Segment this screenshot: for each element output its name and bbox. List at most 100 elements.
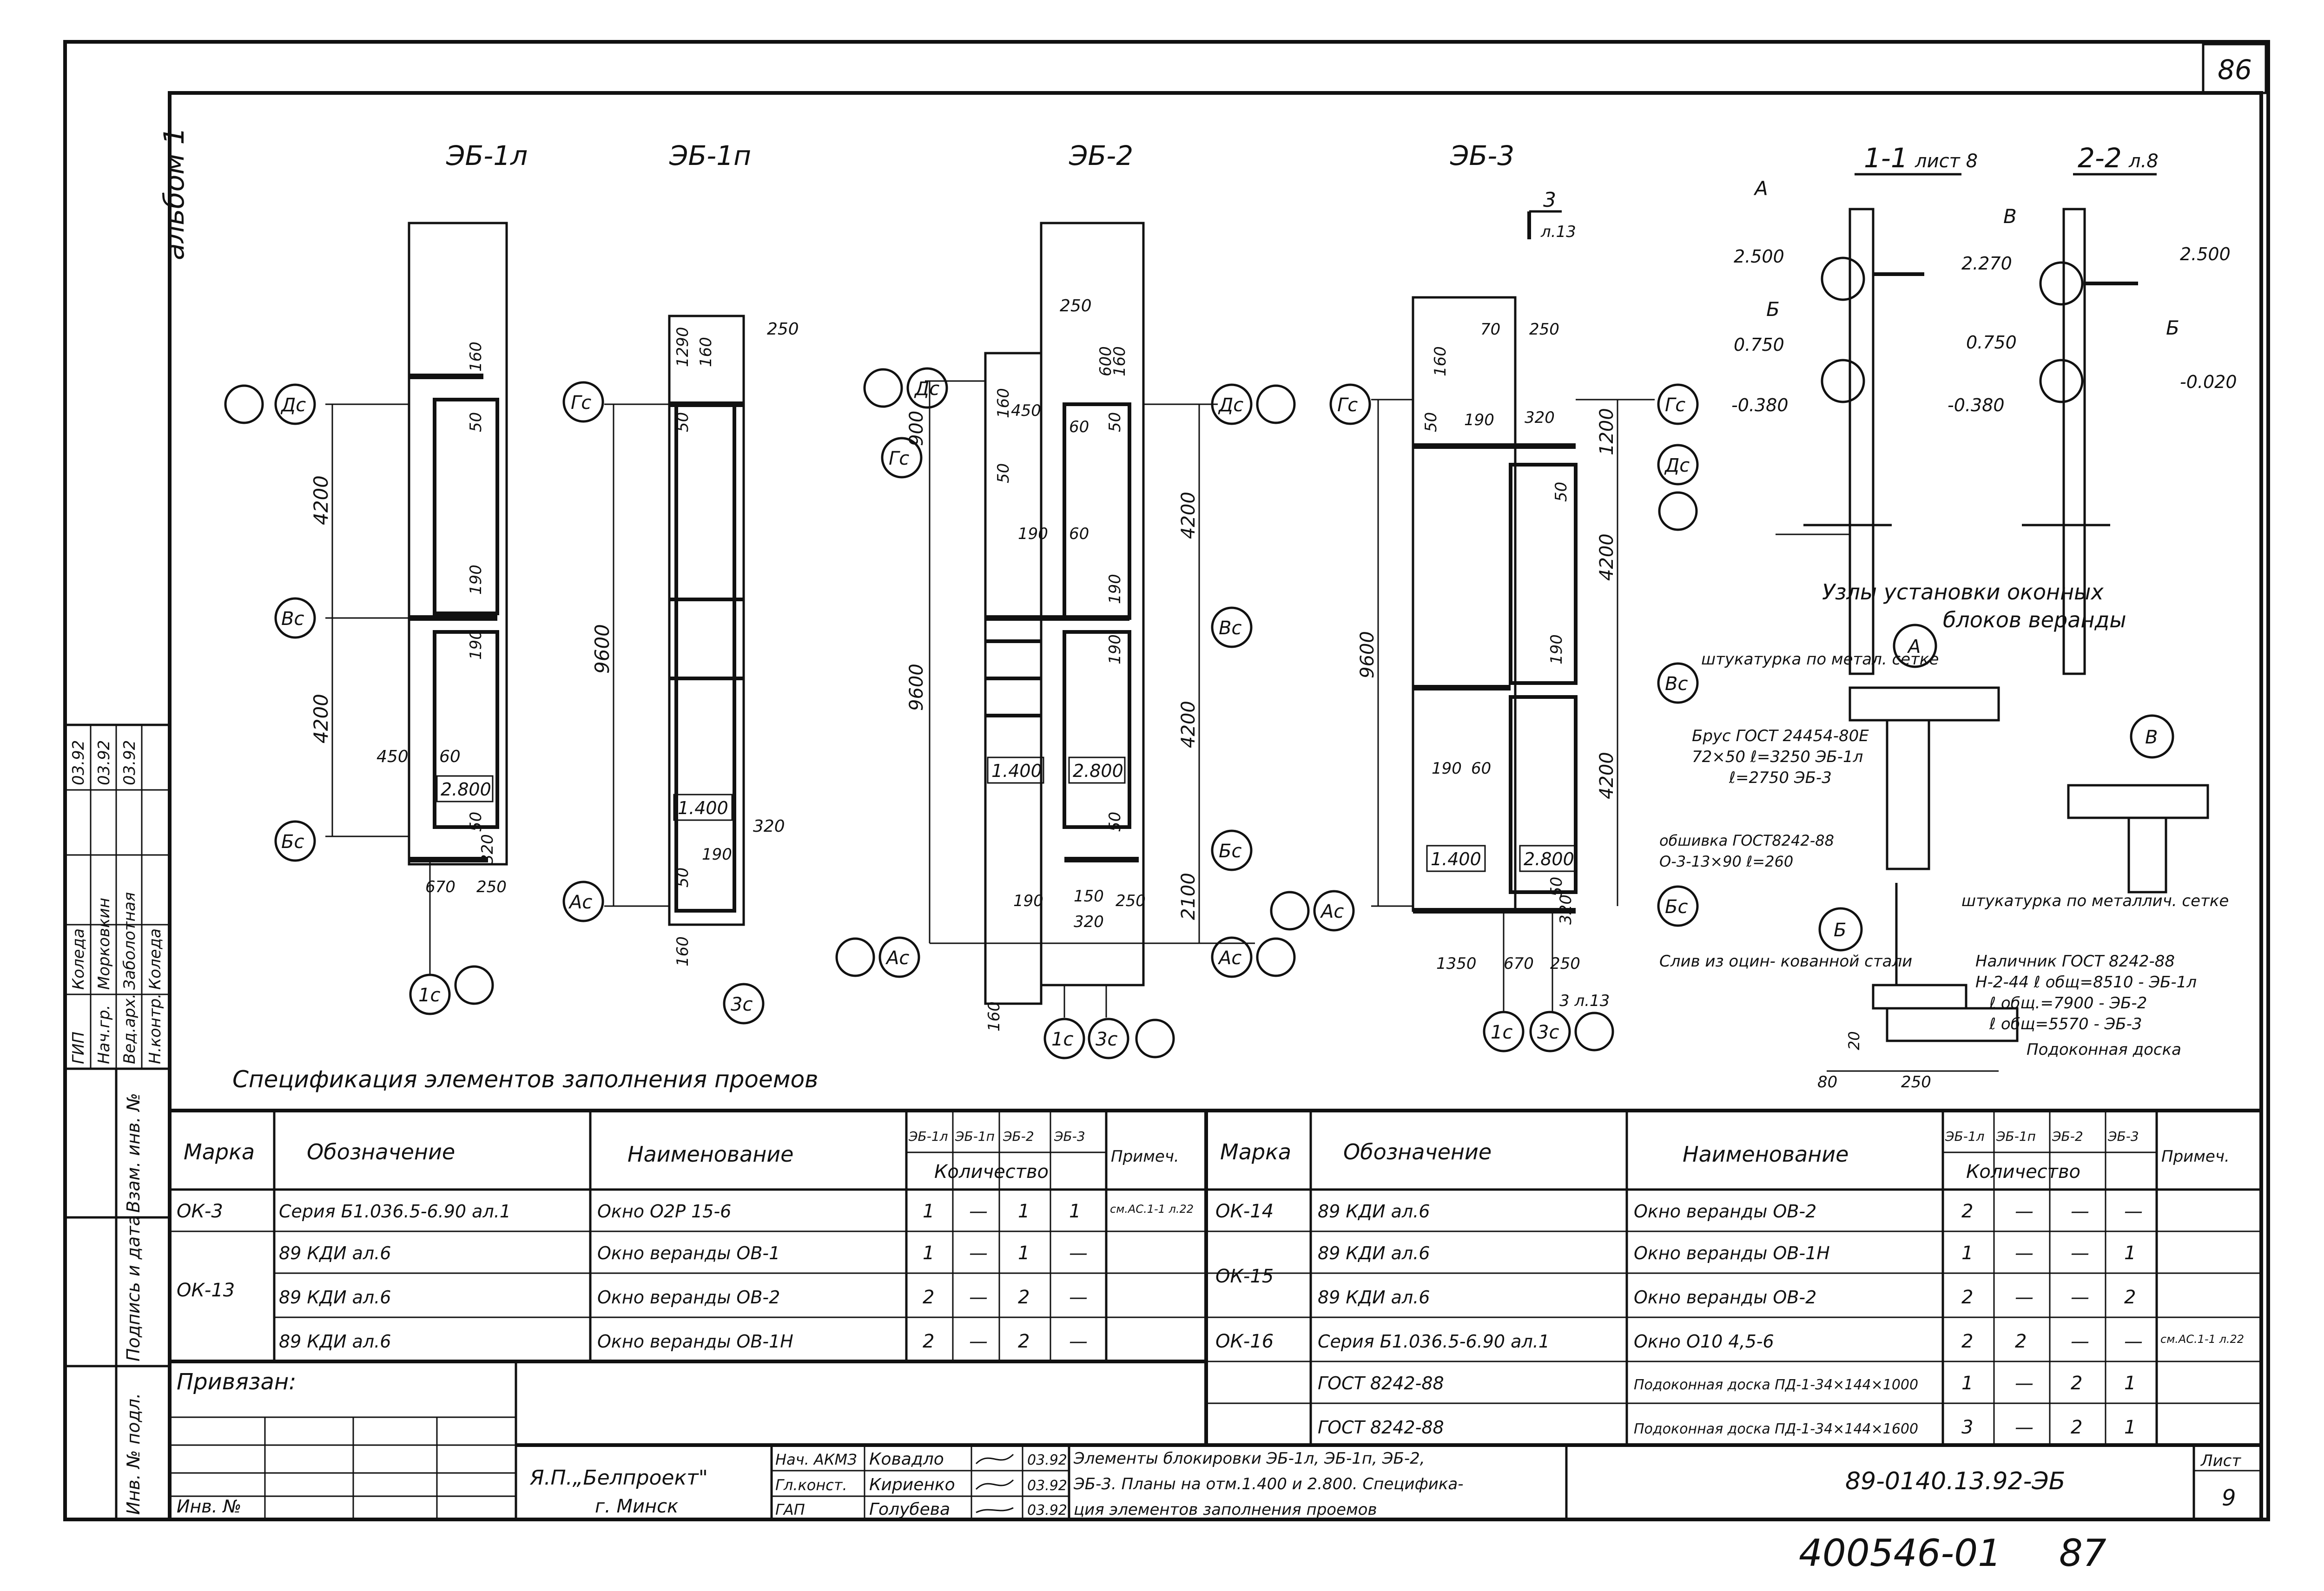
spec-right-name: Окно веранды ОВ-1Н — [1634, 1243, 1830, 1263]
spec-right-qty: — — [2015, 1243, 2034, 1264]
svg-text:50: 50 — [1422, 412, 1440, 432]
strip-role-4: Н.контр. — [146, 993, 165, 1064]
svg-text:ГАП: ГАП — [775, 1501, 805, 1519]
eb-2-title: ЭБ-2 — [1069, 140, 1133, 171]
svg-text:670: 670 — [1504, 954, 1534, 973]
svg-text:160: 160 — [1110, 346, 1129, 376]
svg-text:160: 160 — [673, 936, 692, 966]
svg-text:60: 60 — [1471, 759, 1491, 778]
spec-right-qty: — — [2015, 1417, 2034, 1438]
svg-text:160: 160 — [994, 388, 1013, 418]
svg-text:Гс: Гс — [1665, 394, 1685, 416]
svg-text:450: 450 — [376, 747, 409, 766]
svg-text:-0.020: -0.020 — [2180, 372, 2237, 392]
svg-text:Дс: Дс — [1218, 394, 1243, 416]
page-mark-box — [2202, 43, 2267, 94]
strip-date-3: 03.92 — [120, 740, 139, 785]
svg-text:4200: 4200 — [1178, 492, 1199, 539]
sheet-desc-2: ЭБ-3. Планы на отм.1.400 и 2.800. Специф… — [1073, 1475, 1463, 1493]
svg-text:0.750: 0.750 — [1734, 335, 1784, 355]
svg-text:320: 320 — [753, 817, 785, 836]
org-line-2: г. Минск — [595, 1496, 678, 1517]
spec-left-qty: — — [969, 1201, 988, 1222]
svg-text:4200: 4200 — [1596, 752, 1618, 799]
spec-right-name: Окно О10 4,5-6 — [1634, 1331, 1774, 1352]
svg-text:160: 160 — [697, 337, 715, 367]
svg-text:190: 190 — [467, 630, 485, 660]
svg-text:250: 250 — [476, 878, 507, 896]
svg-text:Марка: Марка — [184, 1139, 255, 1164]
svg-text:190: 190 — [1547, 634, 1566, 664]
spec-left-qty: — — [969, 1287, 988, 1308]
svg-text:штукатурка по метал. сетке: штукатурка по метал. сетке — [1701, 650, 1939, 669]
svg-text:190: 190 — [1464, 411, 1494, 429]
spec-right-qty: 2 — [1961, 1201, 1973, 1222]
section-1-1: 1-1 лист 8 А Б 2.500 0.750 -0.380 — [1731, 142, 1978, 675]
svg-text:Наименование: Наименование — [627, 1142, 793, 1167]
svg-text:ℓ=2750 ЭБ-3: ℓ=2750 ЭБ-3 — [1729, 769, 1832, 787]
spec-right-qty: 2 — [1961, 1331, 1973, 1352]
svg-text:Ас: Ас — [568, 892, 592, 913]
svg-text:50: 50 — [994, 463, 1013, 483]
eb-2-mark-1: 1.400 — [991, 761, 1042, 781]
svg-text:50: 50 — [467, 812, 485, 832]
svg-text:-0.380: -0.380 — [1731, 395, 1789, 415]
spec-right-designation: 89 КДИ ал.6 — [1318, 1243, 1430, 1263]
spec-right-qty: — — [2071, 1243, 2089, 1264]
spec-right-name: Подоконная доска ПД-1-34×144×1600 — [1634, 1421, 1918, 1437]
svg-text:1с: 1с — [418, 985, 440, 1006]
plan-eb-1l: ЭБ-1л 4200 4200 160 50 190 190 450 60 50… — [224, 140, 528, 1015]
eb-3-section-ref: 3 — [1543, 188, 1556, 212]
svg-text:160: 160 — [467, 342, 485, 372]
svg-text:Ас: Ас — [1320, 901, 1344, 922]
spec-right-qty: 2 — [2071, 1417, 2082, 1438]
spec-right-qty: 1 — [1961, 1243, 1973, 1264]
eb-3-bottom-ref: 3 л.13 — [1559, 992, 1610, 1010]
spec-right-qty: — — [2071, 1201, 2089, 1222]
spec-left-qty: 1 — [1018, 1201, 1030, 1222]
svg-text:Бс: Бс — [1219, 841, 1241, 862]
spec-right-designation: ГОСТ 8242-88 — [1318, 1417, 1444, 1438]
spec-table-left: Марка Обозначение Наименование ЭБ-1л ЭБ-… — [168, 1109, 1208, 1363]
svg-text:320: 320 — [1074, 913, 1104, 931]
svg-text:Брус ГОСТ 24454-80Е: Брус ГОСТ 24454-80Е — [1692, 727, 1869, 745]
spec-left-mark: ОК-13 — [177, 1280, 235, 1301]
spec-left-qty: 2 — [1018, 1331, 1030, 1352]
strip-date-2: 03.92 — [95, 740, 113, 785]
svg-text:9600: 9600 — [591, 624, 614, 674]
svg-text:03.92: 03.92 — [1027, 1502, 1067, 1519]
svg-text:70: 70 — [1480, 320, 1500, 339]
svg-text:Гс: Гс — [1337, 394, 1358, 416]
spec-right-qty: — — [2071, 1331, 2089, 1352]
svg-text:Ас: Ас — [885, 947, 909, 969]
svg-text:лист 8: лист 8 — [1915, 151, 1978, 172]
svg-text:80: 80 — [1817, 1073, 1837, 1091]
eb-3-title: ЭБ-3 — [1450, 140, 1514, 171]
spec-right-qty: 1 — [1961, 1373, 1973, 1394]
drawing-code: 89-0140.13.92-ЭБ — [1845, 1467, 2065, 1495]
svg-text:Вс: Вс — [281, 608, 304, 630]
spec-left-qty: 1 — [923, 1243, 934, 1264]
nodes-title-2: блоков веранды — [1943, 607, 2126, 632]
spec-right-mark: ОК-16 — [1215, 1331, 1274, 1352]
inner-frame — [168, 91, 2263, 1521]
svg-text:2.500: 2.500 — [2180, 244, 2231, 264]
svg-text:Слив из оцин- кованной стали: Слив из оцин- кованной стали — [1659, 952, 1912, 971]
strip-field-2: Подпись и дата — [123, 1215, 144, 1361]
svg-text:-0.380: -0.380 — [1948, 395, 2005, 415]
strip-field-1: Взам. инв. № — [123, 1093, 144, 1213]
svg-text:Вс: Вс — [1665, 673, 1688, 695]
spec-left-qty: 2 — [1018, 1287, 1030, 1308]
spec-left-qty: — — [969, 1331, 988, 1352]
svg-text:20: 20 — [1845, 1031, 1863, 1050]
svg-text:50: 50 — [673, 868, 692, 888]
svg-text:250: 250 — [1529, 320, 1559, 339]
svg-text:Н-2-44 ℓ общ=8510 - ЭБ-1л: Н-2-44 ℓ общ=8510 - ЭБ-1л — [1975, 973, 2197, 992]
strip-field-3: Инв. № подл. — [123, 1393, 144, 1515]
spec-left-qty: — — [1069, 1243, 1088, 1264]
spec-right-name: Окно веранды ОВ-2 — [1634, 1201, 1816, 1222]
spec-left-designation: Серия Б1.036.5-6.90 ал.1 — [279, 1201, 511, 1222]
svg-text:Обозначение: Обозначение — [307, 1139, 455, 1164]
svg-text:Гс: Гс — [889, 448, 909, 469]
